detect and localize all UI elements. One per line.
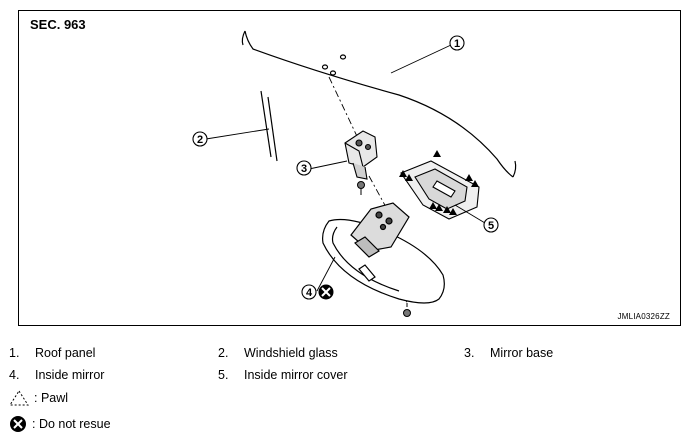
callout-2: 2 bbox=[192, 131, 208, 147]
legend-item-inside-mirror: 4.Inside mirror bbox=[9, 368, 105, 382]
pawl-markers bbox=[399, 150, 479, 215]
exploded-view-drawing: 1 2 3 4 5 bbox=[192, 30, 517, 317]
svg-text:4: 4 bbox=[306, 287, 313, 299]
svg-text:2: 2 bbox=[197, 134, 203, 146]
screw-upper bbox=[357, 181, 365, 195]
roof-panel-part bbox=[241, 30, 517, 178]
callout-3: 3 bbox=[296, 160, 312, 176]
windshield-glass-part bbox=[260, 90, 278, 162]
screw-lower bbox=[403, 303, 411, 317]
legend-symbol-do-not-reuse: : Do not resue bbox=[8, 415, 111, 433]
diagram-frame: SEC. 963 bbox=[18, 10, 681, 326]
mirror-base-part bbox=[344, 130, 378, 180]
callout-5: 5 bbox=[483, 217, 499, 233]
do-not-reuse-icon bbox=[10, 416, 26, 432]
legend-item-mirror-base: 3.Mirror base bbox=[464, 346, 554, 360]
callout-4: 4 bbox=[301, 284, 317, 300]
inside-mirror-part bbox=[322, 202, 445, 304]
section-label: SEC. 963 bbox=[30, 17, 86, 32]
svg-text:1: 1 bbox=[454, 38, 460, 50]
inside-mirror-cover-part bbox=[400, 160, 480, 220]
leader-lines bbox=[205, 44, 486, 292]
callout-1: 1 bbox=[449, 35, 465, 51]
svg-text:5: 5 bbox=[488, 220, 494, 232]
legend-symbol-pawl: : Pawl bbox=[8, 389, 68, 407]
do-not-reuse-icon bbox=[318, 284, 334, 300]
drawing-code: JMLIA0326ZZ bbox=[617, 312, 670, 321]
svg-text:3: 3 bbox=[301, 163, 307, 175]
pawl-triangle-icon bbox=[9, 390, 29, 406]
legend-item-windshield-glass: 2.Windshield glass bbox=[218, 346, 338, 360]
legend-item-inside-mirror-cover: 5.Inside mirror cover bbox=[218, 368, 348, 382]
legend-item-roof-panel: 1.Roof panel bbox=[9, 346, 96, 360]
